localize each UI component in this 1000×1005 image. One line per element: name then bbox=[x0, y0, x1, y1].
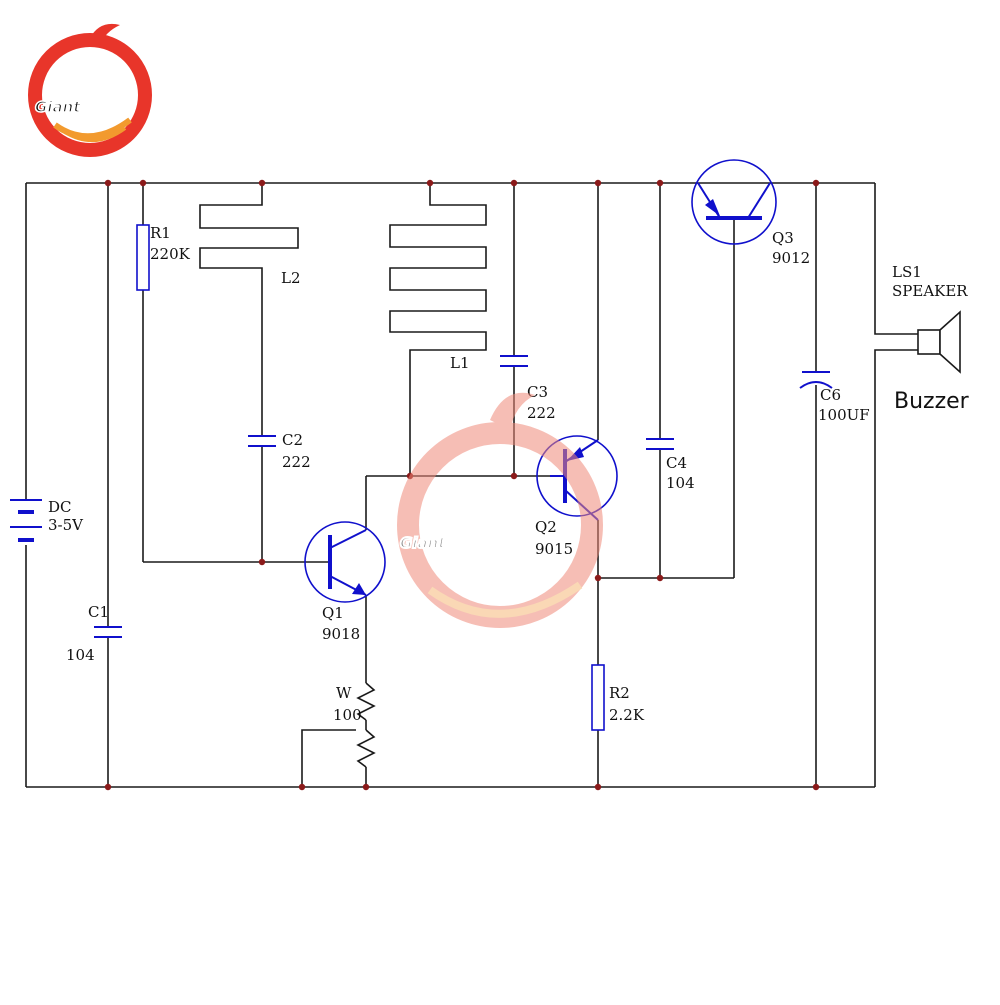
w-value: 100 bbox=[333, 706, 362, 724]
logo-fin-icon bbox=[90, 23, 120, 45]
l2-name: L2 bbox=[281, 269, 301, 287]
junction-dots bbox=[104, 179, 820, 791]
speaker-ls1: LS1 SPEAKER Buzzer bbox=[892, 263, 970, 414]
watermark-swoosh-icon bbox=[427, 581, 583, 618]
transistor-q3: Q3 9012 bbox=[691, 159, 810, 267]
q1-name: Q1 bbox=[322, 604, 344, 622]
ls1-value: SPEAKER bbox=[892, 282, 968, 300]
w-name: W bbox=[336, 684, 352, 702]
logo-text: Giant bbox=[35, 98, 81, 116]
r2-value: 2.2K bbox=[609, 706, 645, 724]
r2-name: R2 bbox=[609, 684, 630, 702]
c6-name: C6 bbox=[820, 386, 841, 404]
watermark-fin-icon bbox=[490, 392, 535, 430]
l1-name: L1 bbox=[450, 354, 470, 372]
c6-value: 100UF bbox=[818, 406, 870, 424]
c3-value: 222 bbox=[527, 404, 556, 422]
c1-value: 104 bbox=[66, 646, 95, 664]
resistor-bodies bbox=[136, 224, 605, 731]
capacitor-plates bbox=[94, 355, 833, 638]
battery-name: DC bbox=[48, 498, 72, 516]
c2-value: 222 bbox=[282, 453, 311, 471]
battery-dc: DC 3-5V bbox=[10, 498, 84, 542]
c4-name: C4 bbox=[666, 454, 687, 472]
c2-name: C2 bbox=[282, 431, 303, 449]
c3-name: C3 bbox=[527, 383, 548, 401]
buzzer-caption: Buzzer bbox=[894, 389, 970, 414]
q3-value: 9012 bbox=[772, 249, 810, 267]
battery-value: 3-5V bbox=[48, 516, 84, 534]
wires bbox=[25, 182, 918, 788]
q3-name: Q3 bbox=[772, 229, 794, 247]
resistor-labels: R1 220K R2 2.2K W 100 bbox=[150, 224, 645, 724]
logo-swoosh-2-icon bbox=[63, 126, 127, 143]
c4-value: 104 bbox=[666, 474, 695, 492]
ls1-name: LS1 bbox=[892, 263, 922, 281]
logo-ring bbox=[28, 33, 152, 157]
c1-name: C1 bbox=[88, 603, 109, 621]
logo-swoosh-icon bbox=[53, 117, 132, 140]
speaker-icon bbox=[917, 329, 941, 355]
r1-value: 220K bbox=[150, 245, 191, 263]
transistor-q1: Q1 9018 bbox=[304, 521, 386, 643]
giant-watermark: Giant bbox=[397, 392, 603, 628]
capacitor-labels: C1 104 C2 222 C3 222 C4 104 C6 100UF bbox=[66, 383, 870, 664]
q2-value: 9015 bbox=[535, 540, 573, 558]
q1-value: 9018 bbox=[322, 625, 360, 643]
q2-name: Q2 bbox=[535, 518, 557, 536]
giant-logo: Giant bbox=[28, 23, 152, 157]
watermark-text: Giant bbox=[400, 534, 446, 552]
r1-name: R1 bbox=[150, 224, 171, 242]
